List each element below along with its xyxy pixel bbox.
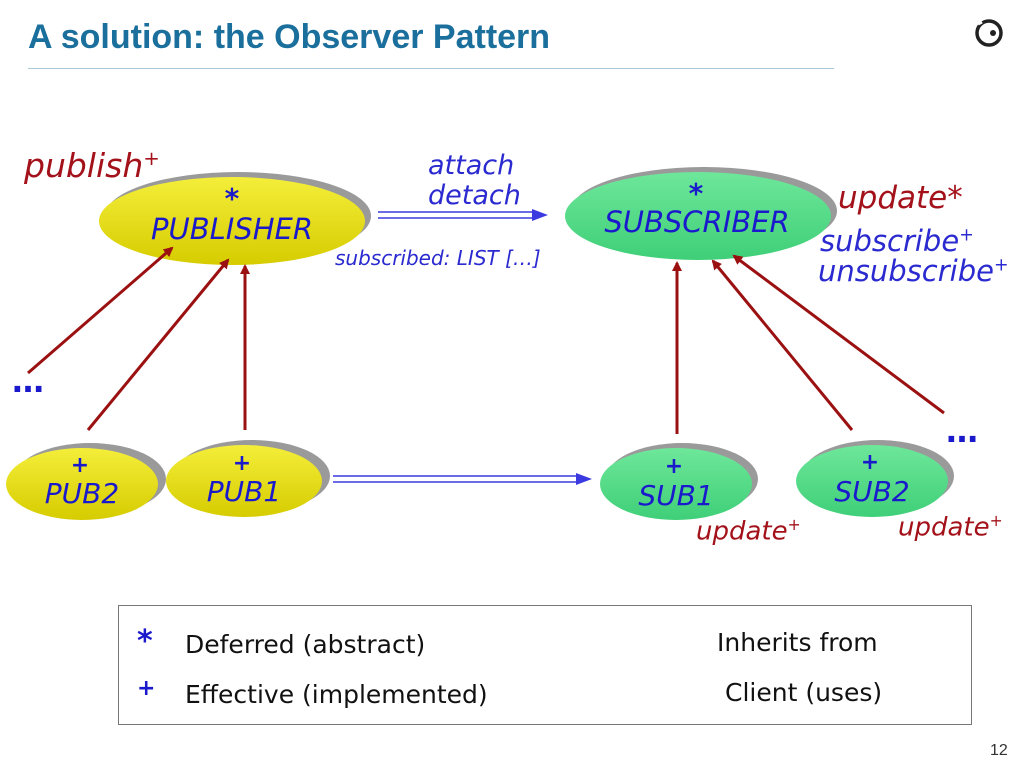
subscribed-attribute: subscribed: LIST […] [335,246,541,270]
unsubscribe-feature: unsubscribe+ [818,254,1009,288]
inherit-arrow-sub2-subscriber [711,259,854,431]
attach-feature: attach [428,150,515,181]
publish-feature: publish+ [24,146,160,185]
legend-effective-symbol: + [137,676,156,701]
sub2-marker: + [860,450,880,475]
pub1-node [166,445,322,517]
legend-inherits-text: Inherits from [717,628,878,657]
pub1-marker: + [232,451,252,476]
publisher-marker: * [224,182,240,215]
pub2-node [6,448,158,520]
legend-client-text: Client (uses) [725,678,883,707]
pub2-marker: + [70,453,90,478]
pub2-label: PUB2 [44,477,120,510]
pub1-label: PUB1 [206,475,282,508]
legend-box: * Deferred (abstract) + Effective (imple… [118,605,972,725]
title-divider [28,68,834,69]
update-sub2-feature: update+ [898,512,1003,543]
sub2-label: SUB2 [834,475,910,508]
client-arrow-publisher-subscriber [378,209,548,221]
ellipsis-right: … [946,412,978,450]
page-number: 12 [990,742,1008,759]
sub1-label: SUB1 [638,479,714,512]
subscriber-label: SUBSCRIBER [604,205,790,239]
inherit-arrow-ellipsis-subscriber [732,254,945,415]
update-sub1-feature: update+ [696,516,801,547]
legend-deferred-symbol: * [137,624,153,659]
sub1-marker: + [664,454,684,479]
subscribe-feature: subscribe+ [820,224,974,258]
slide-title: A solution: the Observer Pattern [28,18,551,56]
inherit-arrow-ellipsis-publisher [27,246,174,375]
client-arrow-pub1-sub1 [333,473,592,485]
sub1-node [600,448,752,520]
sub2-node [796,445,948,517]
subscriber-marker: * [688,177,704,210]
detach-feature: detach [428,180,521,211]
subscriber-node [565,172,831,260]
logo-icon [975,19,1003,47]
publisher-node [99,177,365,265]
legend-effective-text: Effective (implemented) [185,680,488,709]
ellipsis-left: … [12,362,44,400]
legend-deferred-text: Deferred (abstract) [185,630,426,659]
publisher-label: PUBLISHER [150,212,313,246]
inherit-arrow-pub2-publisher [86,258,230,431]
update-deferred-feature: update* [838,180,963,216]
